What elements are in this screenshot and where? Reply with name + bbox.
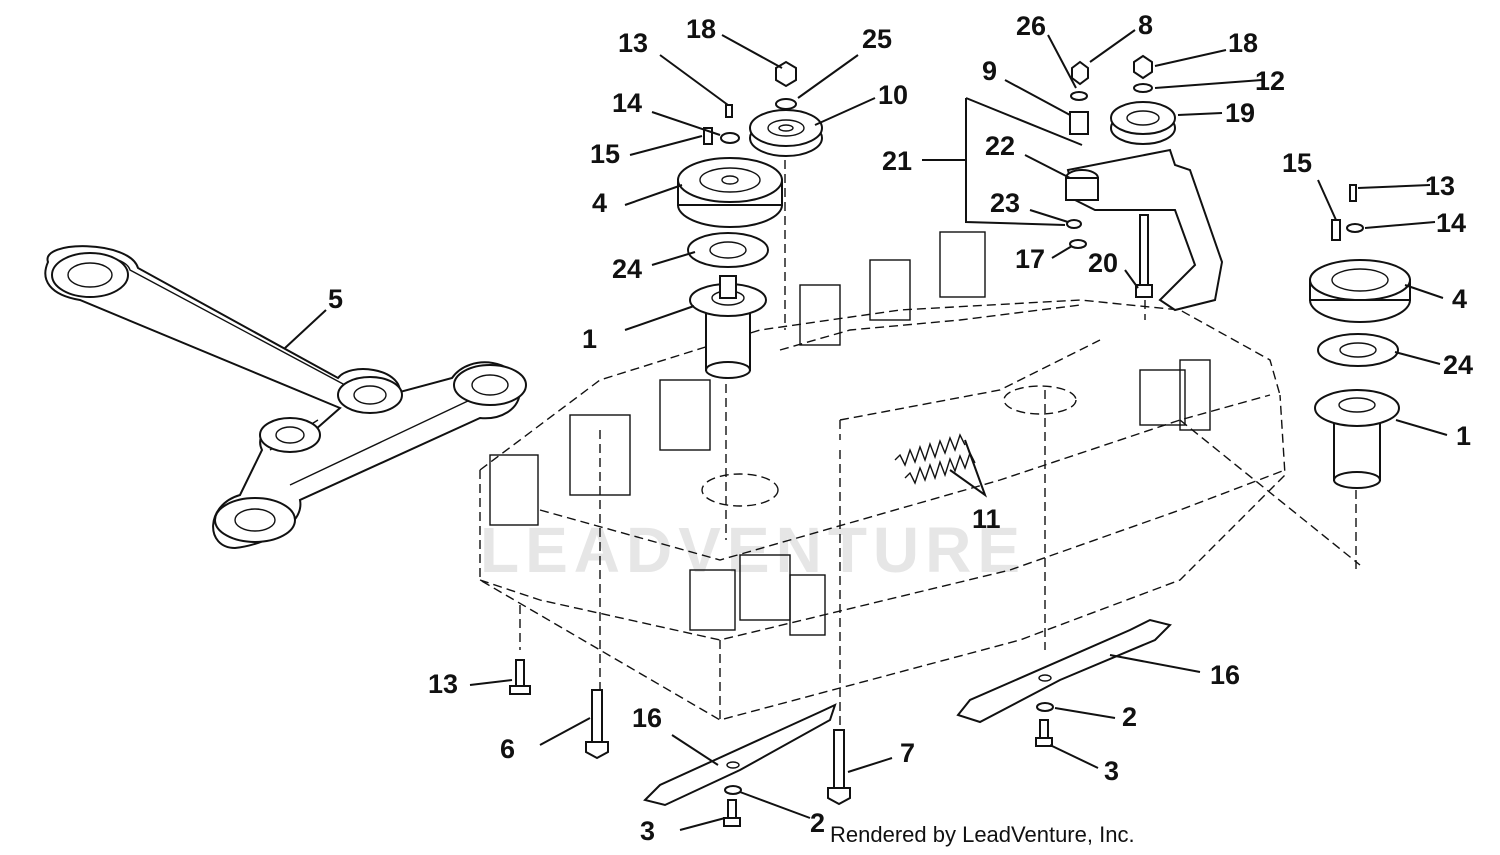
deck-housing [479,231,1361,721]
right-spindle-assembly [1309,184,1411,489]
drive-belt [44,245,527,550]
callout-6: 6 [500,734,515,764]
callout-2b: 2 [1122,702,1137,732]
callout-11: 11 [972,504,1001,534]
callout-18: 18 [686,14,716,44]
callout-7: 7 [900,738,915,768]
bolts [509,659,1054,827]
callout-22: 22 [985,131,1015,161]
callout-16b: 16 [1210,660,1240,690]
left-spindle-assembly [677,104,783,379]
callout-13c: 13 [428,669,458,699]
callout-1b: 1 [1456,421,1471,451]
callout-24: 24 [612,254,642,284]
idler-pulley-stack-right [1110,54,1176,145]
callout-1: 1 [582,324,597,354]
leader-lines [284,29,1448,831]
callout-24b: 24 [1443,350,1473,380]
callout-3: 3 [640,816,655,846]
blade-left [643,703,837,807]
callout-25: 25 [862,24,892,54]
callout-23: 23 [990,188,1020,218]
blade-right [956,618,1172,724]
callout-17: 17 [1015,244,1045,274]
rendered-by-footer: Rendered by LeadVenture, Inc. [830,822,1135,847]
idler-bracket-assembly [1065,60,1224,312]
callout-18b: 18 [1228,28,1258,58]
callout-labels: 13 18 25 14 10 15 4 24 1 5 26 8 9 18 12 … [328,10,1473,846]
callout-16: 16 [632,703,662,733]
callout-26: 26 [1016,11,1046,41]
callout-2: 2 [810,808,825,838]
callout-4b: 4 [1452,284,1467,314]
callout-21: 21 [882,146,912,176]
watermark: LEADVENTURE [480,514,1026,586]
callout-3b: 3 [1104,756,1119,786]
callout-5: 5 [328,284,343,314]
callout-14b: 14 [1436,208,1466,238]
callout-15: 15 [590,139,620,169]
callout-8: 8 [1138,10,1153,40]
callout-13b: 13 [1425,171,1455,201]
idler-pulley-stack-left [749,60,823,157]
callout-12: 12 [1255,66,1285,96]
callout-13: 13 [618,28,648,58]
alignment-lines [519,160,1357,725]
callout-20: 20 [1088,248,1118,278]
callout-4: 4 [592,188,607,218]
callout-14: 14 [612,88,642,118]
callout-9: 9 [982,56,997,86]
springs [894,433,976,485]
callout-10: 10 [878,80,908,110]
callout-15b: 15 [1282,148,1312,178]
callout-19: 19 [1225,98,1255,128]
